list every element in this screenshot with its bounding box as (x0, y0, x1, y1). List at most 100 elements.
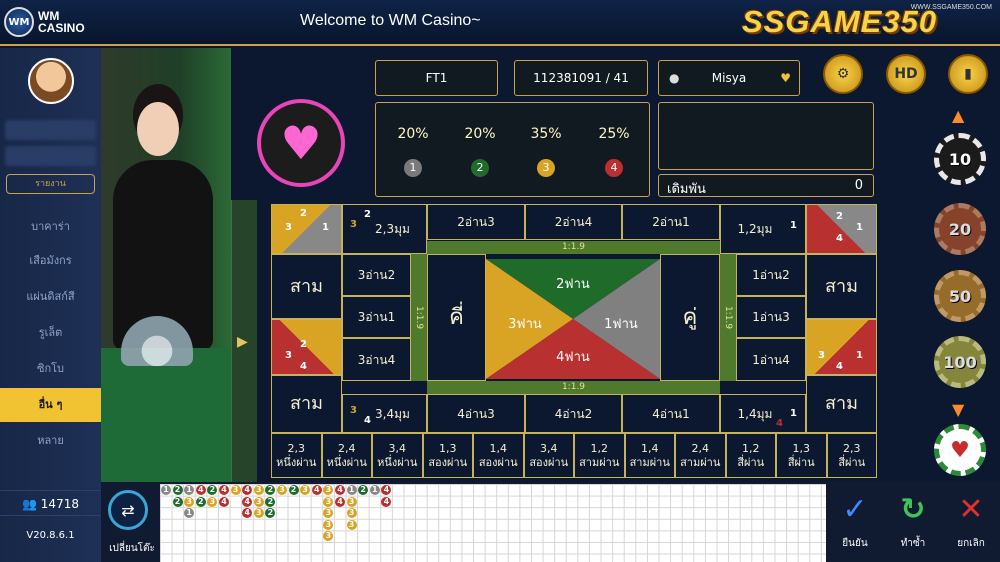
repeat-icon: ↻ (900, 492, 926, 527)
avatar[interactable] (28, 58, 74, 104)
report-button[interactable]: รายงาน (6, 174, 95, 194)
chip-down-arrow[interactable]: ▼ (952, 400, 965, 419)
fan-3-label: 3ฟาน (508, 317, 542, 332)
sidebar-item-dragon-tiger[interactable]: เสือมังกร (29, 254, 72, 267)
bet-corner-right[interactable] (806, 319, 877, 375)
bet-1-2-corner[interactable]: 1,2มุม (720, 204, 806, 254)
tri-num-tr-1: 1 (856, 222, 863, 233)
fan-4-area[interactable] (486, 319, 660, 379)
fan-1-area[interactable] (573, 259, 660, 379)
bet-sam-bottom-left[interactable]: สาม (271, 375, 342, 433)
bet-1-read-2[interactable]: 1อ่าน2 (736, 254, 806, 296)
odds-num-3: 3 (537, 159, 555, 177)
swap-icon: ⇄ (121, 500, 135, 520)
bet-corner-top-right[interactable] (806, 204, 877, 254)
bet-1-4-corner[interactable]: 1,4มุม (720, 394, 806, 433)
heart-icon: ♥ (280, 116, 322, 170)
pass-cell-label: สองผ่าน (478, 455, 518, 469)
bet-2-3-corner[interactable]: 2,3มุม (342, 204, 427, 254)
chip-up-arrow[interactable]: ▲ (952, 106, 965, 125)
fan-3-area[interactable] (486, 259, 573, 379)
tri-num-tl-1: 1 (322, 222, 329, 233)
pass-cell-label: สองผ่าน (529, 455, 569, 469)
chip-10[interactable]: 10 (934, 133, 986, 185)
odds-pct-4: 25% (598, 126, 630, 142)
bet-3-read-1[interactable]: 3อ่าน1 (342, 296, 411, 338)
bet-2-read-3[interactable]: 2อ่าน3 (427, 204, 525, 240)
fan-2-area[interactable] (486, 259, 660, 319)
bet-corner-3-2-4-left[interactable] (271, 319, 342, 375)
sidebar-item-color-disc[interactable]: แผ่นดิสก์สี (26, 290, 75, 303)
bet-sam-top-left[interactable]: สาม (271, 254, 342, 319)
bet-sam-top-right[interactable]: สาม (806, 254, 877, 319)
bet-4-read-1[interactable]: 4อ่าน1 (622, 394, 720, 433)
fan-2-label: 2ฟาน (556, 277, 590, 292)
road-result-ball: 3 (300, 485, 311, 495)
road-result-ball: 2 (265, 485, 276, 495)
bet-2-read-4[interactable]: 2อ่าน4 (525, 204, 622, 240)
chip-100[interactable]: 100 (934, 336, 986, 388)
road-result-ball: 4 (242, 485, 253, 495)
bet-2-read-1[interactable]: 2อ่าน1 (622, 204, 720, 240)
bet-3-read-4[interactable]: 3อ่าน4 (342, 338, 411, 381)
heart-chip-icon: ♥ (950, 437, 970, 463)
tri-num-e: 3 (350, 405, 357, 416)
cancel-button[interactable]: ✕ ยกเลิก (942, 490, 1000, 562)
pass-cell-numbers: 1,2 (590, 441, 609, 455)
road-result-ball: 1 (184, 508, 195, 519)
chip-50[interactable]: 50 (934, 270, 986, 322)
heart-small-icon: ♥ (780, 71, 791, 85)
sidebar-item-others[interactable]: อื่น ๆ (0, 388, 101, 422)
bet-4-read-2[interactable]: 4อ่าน2 (525, 394, 622, 433)
sidebar-item-baccarat[interactable]: บาคาร่า (31, 220, 70, 233)
bet-even[interactable]: คู่ (660, 254, 720, 381)
road-result-ball: 2 (265, 496, 276, 507)
settings-button[interactable]: ⚙ (823, 54, 863, 94)
gear-icon: ⚙ (836, 66, 850, 82)
chip-20[interactable]: 20 (934, 203, 986, 255)
sidebar-item-roulette[interactable]: รูเล็ต (38, 326, 63, 339)
brand-name: SSGAME350 (742, 4, 938, 39)
tri-num-r-3: 3 (818, 350, 825, 361)
chip-custom[interactable]: ♥ (934, 424, 986, 476)
bet-odd[interactable]: คี่ (427, 254, 486, 381)
bet-3-4-corner[interactable]: 3,4มุม (342, 394, 427, 433)
bet-3-read-2[interactable]: 3อ่าน2 (342, 254, 411, 296)
user-icon: ● (669, 71, 680, 85)
bet-4-read-3[interactable]: 4อ่าน3 (427, 394, 525, 433)
road-result-ball: 2 (265, 508, 276, 519)
bet-sam-bottom-right[interactable]: สาม (806, 375, 877, 433)
pass-cell-numbers: 1,3 (792, 441, 811, 455)
road-result-ball: 2 (288, 485, 299, 495)
bet-1-read-4[interactable]: 1อ่าน4 (736, 338, 806, 381)
bet-1-read-3[interactable]: 1อ่าน3 (736, 296, 806, 338)
switch-table-button[interactable]: ⇄ (108, 490, 148, 530)
favorite-button[interactable]: ♥ (257, 99, 345, 187)
tri-num-h: 4 (776, 418, 783, 429)
hd-button[interactable]: HD (886, 54, 926, 94)
sidebar-item-sicbo[interactable]: ซิกโบ (36, 362, 65, 375)
signal-button[interactable]: ▮ (948, 54, 988, 94)
repeat-label: ทำซ้ำ (900, 538, 926, 549)
road-result-ball: 3 (323, 519, 334, 530)
bet-corner-2-3-1-top-left[interactable] (271, 204, 342, 254)
camera-icon[interactable]: ▶ (237, 334, 248, 350)
repeat-button[interactable]: ↻ ทำซ้ำ (884, 490, 942, 562)
confirm-button[interactable]: ✓ ยืนยัน (826, 490, 884, 562)
road-result-ball: 3 (184, 496, 195, 507)
signal-icon: ▮ (964, 66, 972, 82)
sidebar-item-multi[interactable]: หลาย (37, 434, 64, 447)
username-blurred (5, 120, 96, 140)
